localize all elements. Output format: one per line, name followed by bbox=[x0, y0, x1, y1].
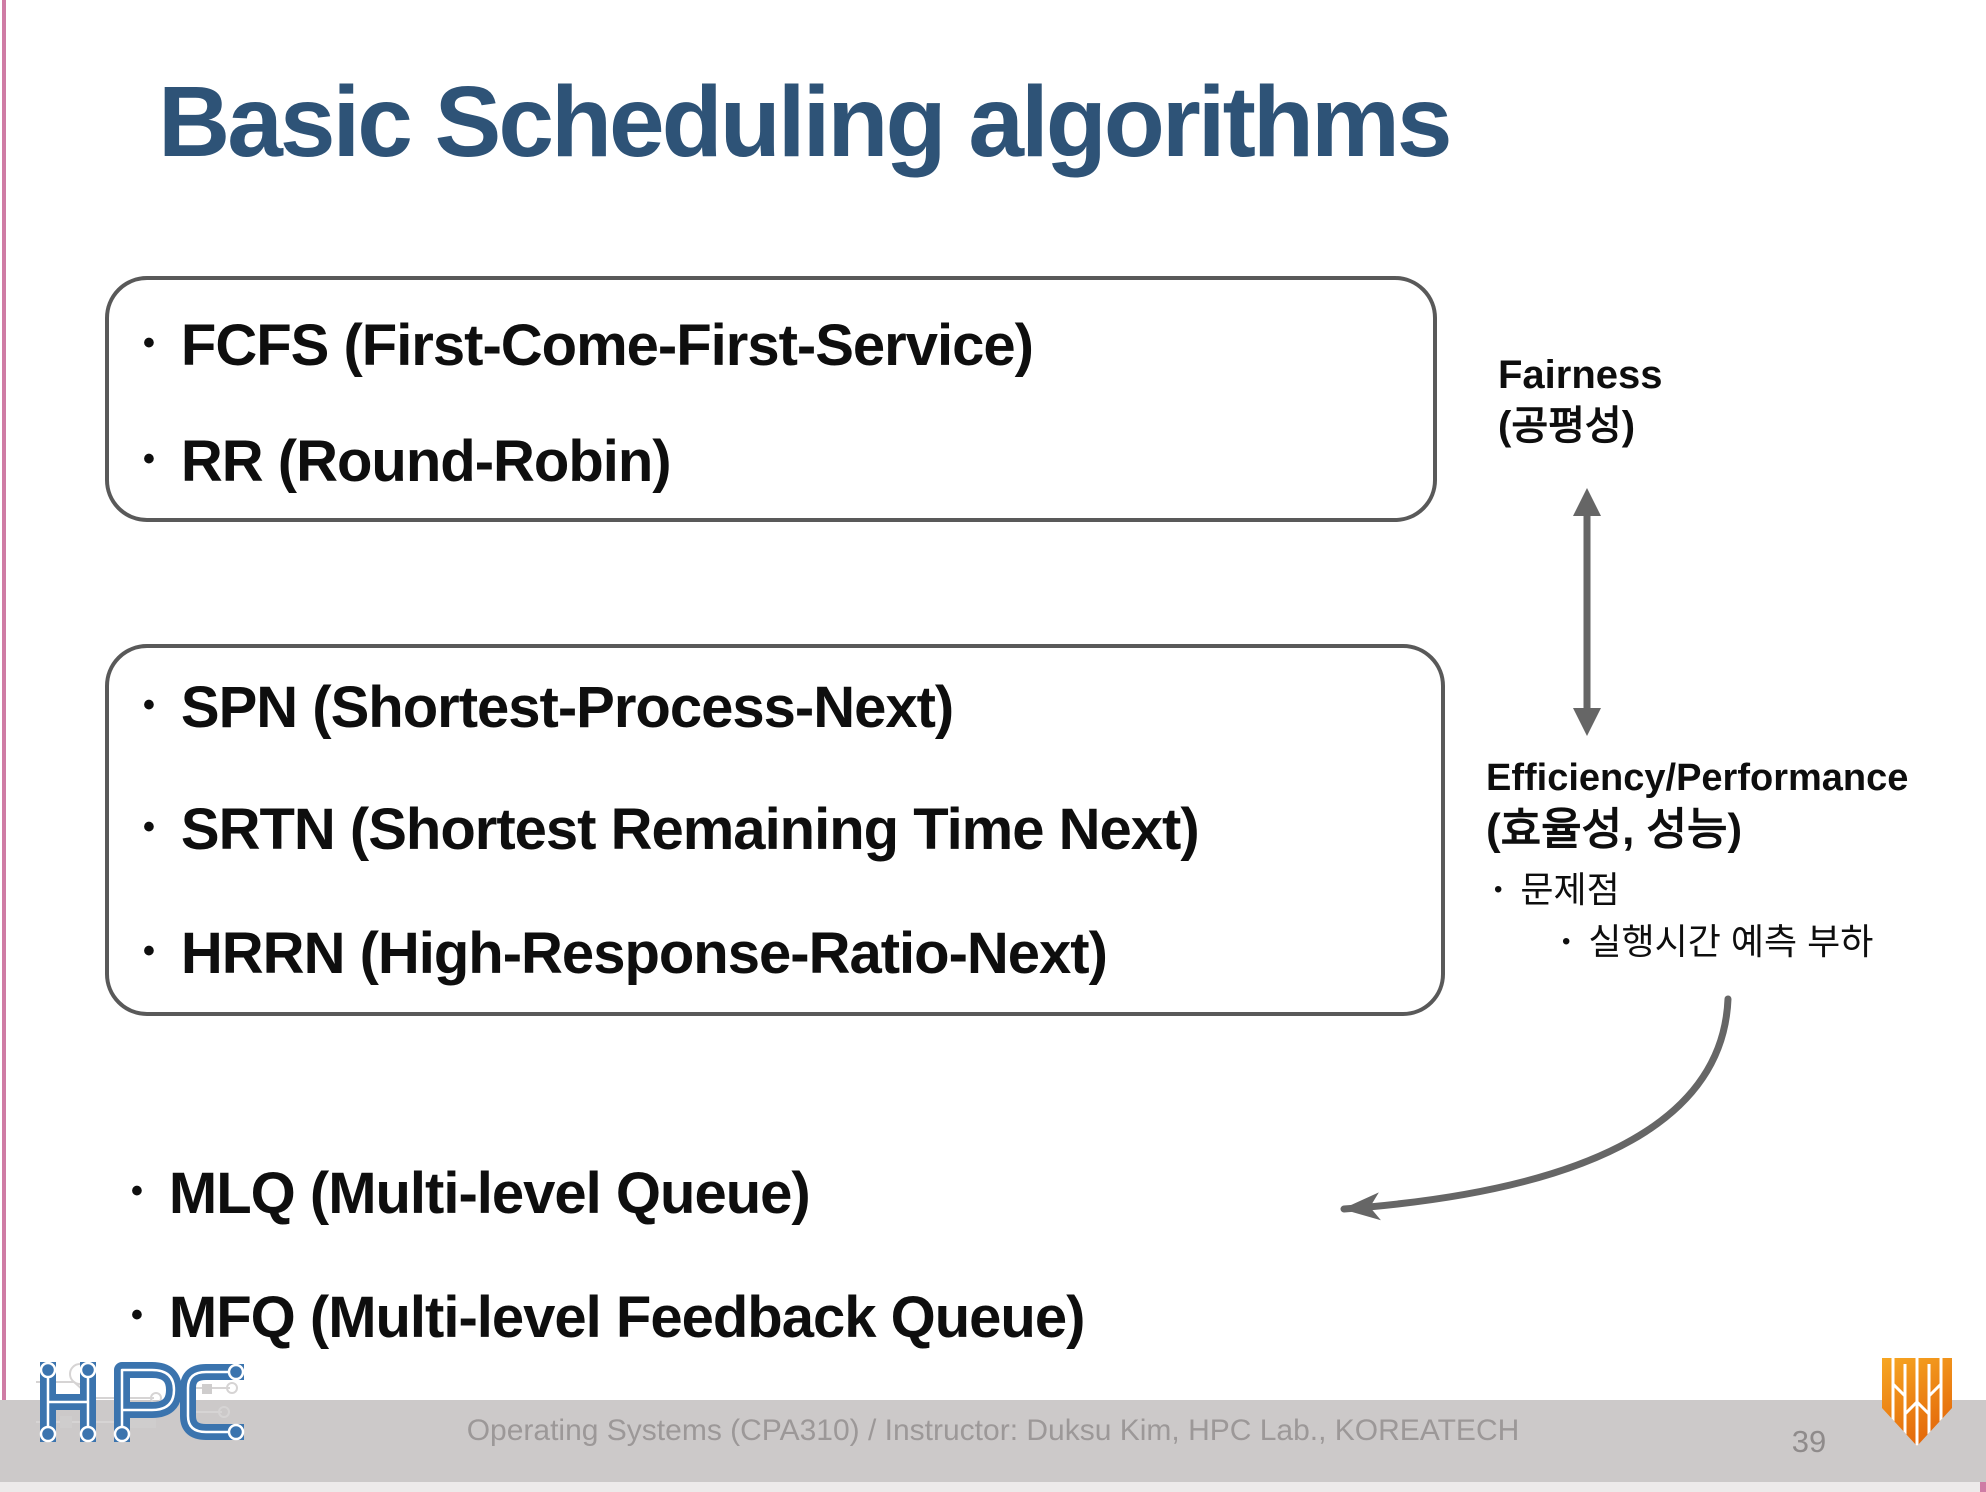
bullet-item: SPN (Shortest-Process-Next) bbox=[143, 674, 954, 741]
bullet-label: MLQ (Multi-level Queue) bbox=[168, 1161, 811, 1226]
bottom-strip bbox=[0, 1482, 1986, 1492]
problem-bullet: 문제점 bbox=[1494, 865, 1908, 915]
fairness-label: Fairness (공평성) bbox=[1498, 350, 1663, 452]
bullet-item: MFQ (Multi-level Feedback Queue) bbox=[131, 1284, 1085, 1351]
footer-bar bbox=[0, 1400, 1986, 1482]
page-number: 39 bbox=[1791, 1424, 1827, 1459]
bullet-label: SPN (Shortest-Process-Next) bbox=[180, 675, 954, 740]
bullet-item: RR (Round-Robin) bbox=[143, 428, 672, 495]
problem-bullet-label: 문제점 bbox=[1520, 868, 1620, 910]
problem-sub-bullet-label: 실행시간 예측 부하 bbox=[1588, 920, 1874, 962]
koreatech-logo bbox=[1882, 1358, 1952, 1446]
algorithm-box-fairness-group: FCFS (First-Come-First-Service) RR (Roun… bbox=[105, 276, 1437, 522]
corner-pink-mark bbox=[1980, 1482, 1986, 1492]
bullet-label: RR (Round-Robin) bbox=[180, 429, 672, 494]
problem-sub-bullet: 실행시간 예측 부하 bbox=[1562, 917, 1908, 967]
efficiency-label-korean: (효율성, 성능) bbox=[1486, 804, 1743, 854]
curved-pointer-arrow-icon bbox=[1340, 995, 1732, 1221]
bullet-item: SRTN (Shortest Remaining Time Next) bbox=[143, 796, 1200, 863]
tradeoff-double-arrow-icon bbox=[1573, 488, 1601, 736]
bullet-item: FCFS (First-Come-First-Service) bbox=[143, 312, 1034, 379]
bullet-label: HRRN (High-Response-Ratio-Next) bbox=[180, 921, 1108, 986]
hpc-logo bbox=[36, 1361, 245, 1443]
efficiency-label: Efficiency/Performance (효율성, 성능) 문제점 실행시… bbox=[1486, 756, 1908, 967]
bullet-item: MLQ (Multi-level Queue) bbox=[131, 1160, 811, 1227]
left-accent-stripe bbox=[2, 0, 6, 1492]
algorithm-box-efficiency-group: SPN (Shortest-Process-Next) SRTN (Shorte… bbox=[105, 644, 1445, 1016]
footer-text: Operating Systems (CPA310) / Instructor:… bbox=[466, 1414, 1520, 1447]
slide-title: Basic Scheduling algorithms bbox=[158, 66, 1453, 178]
bullet-label: SRTN (Shortest Remaining Time Next) bbox=[180, 797, 1200, 862]
efficiency-label-en: Efficiency/Performance bbox=[1486, 757, 1909, 799]
bullet-label: FCFS (First-Come-First-Service) bbox=[180, 313, 1034, 378]
bullet-label: MFQ (Multi-level Feedback Queue) bbox=[168, 1285, 1085, 1350]
fairness-label-korean: (공평성) bbox=[1498, 404, 1636, 449]
fairness-label-en: Fairness bbox=[1498, 353, 1663, 397]
bullet-item: HRRN (High-Response-Ratio-Next) bbox=[143, 920, 1108, 987]
